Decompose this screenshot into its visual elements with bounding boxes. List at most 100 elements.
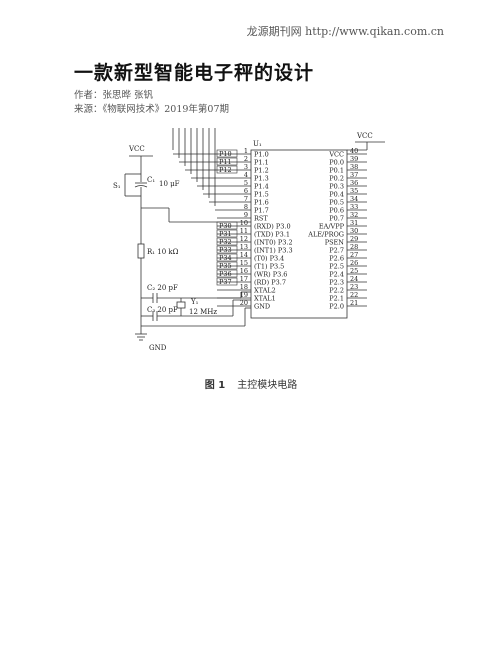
article-source: 来源：《物联网技术》2019年第07期	[74, 104, 230, 115]
right-pin-number: 26	[350, 259, 358, 267]
chip-label: U₁	[253, 140, 262, 148]
left-pin-number: 4	[244, 171, 248, 179]
right-pin-number: 36	[350, 179, 358, 187]
right-pin-name: P0.4	[329, 191, 344, 199]
left-pin-name: P1.0	[254, 151, 269, 159]
net-label-box	[216, 253, 238, 262]
right-pin-name: P0.1	[329, 167, 344, 175]
right-pin-name: P0.0	[329, 159, 344, 167]
switch-label: S₁	[113, 182, 121, 190]
resistor-label: R₁ 10 kΩ	[147, 248, 179, 256]
net-label: P30	[219, 222, 232, 230]
right-pin-name: P2.1	[329, 295, 344, 303]
left-pin-name: GND	[254, 303, 270, 311]
right-pin-name: P2.5	[329, 263, 344, 271]
left-pin-number: 7	[244, 195, 248, 203]
left-pin-number: 16	[240, 267, 248, 275]
right-pin-name: P2.0	[329, 303, 344, 311]
right-pin-name: P0.7	[329, 215, 344, 223]
net-label: P12	[219, 166, 232, 174]
journal-source-header: 龙源期刊网 http://www.qikan.com.cn	[246, 25, 444, 38]
right-pin-number: 29	[350, 235, 358, 243]
net-label: P34	[219, 254, 232, 262]
right-pin-number: 32	[350, 211, 358, 219]
right-pin-name: P0.2	[329, 175, 344, 183]
net-label-box	[216, 261, 238, 270]
capacitor-c1-value: 10 μF	[159, 180, 180, 188]
left-pin-name: (WR) P3.6	[254, 271, 287, 279]
crystal-value: 12 MHz	[189, 308, 217, 316]
left-pin-name: P1.6	[254, 199, 269, 207]
left-pin-number: 8	[244, 203, 248, 211]
left-pin-number: 19	[240, 291, 248, 299]
left-pin-name: (RD) P3.7	[254, 279, 286, 287]
right-pin-number: 37	[350, 171, 358, 179]
left-pin-number: 1	[244, 147, 248, 155]
vcc-right-label: VCC	[356, 132, 373, 140]
left-pin-name: P1.3	[254, 175, 269, 183]
net-label-box	[216, 269, 238, 278]
right-pin-name: P0.6	[329, 207, 344, 215]
article-authors: 作者：张思晔 张钒	[74, 90, 154, 101]
left-pin-number: 13	[240, 243, 248, 251]
left-pin-name: (T0) P3.4	[254, 255, 284, 263]
crystal-label: Y₁	[190, 298, 199, 306]
left-pin-number: 11	[240, 227, 248, 235]
right-pin-number: 25	[350, 267, 358, 275]
right-pin-name: P2.6	[329, 255, 344, 263]
left-pin-name: P1.2	[254, 167, 269, 175]
left-pin-number: 9	[244, 211, 248, 219]
left-pin-name: XTAL2	[254, 287, 276, 295]
left-pin-number: 14	[240, 251, 248, 259]
net-label-box	[216, 149, 238, 158]
right-pin-number: 21	[350, 299, 358, 307]
left-pin-number: 10	[240, 219, 248, 227]
net-label-box	[216, 277, 238, 286]
left-pin-number: 6	[244, 187, 248, 195]
right-pin-name: P2.3	[329, 279, 344, 287]
right-pin-number: 33	[350, 203, 358, 211]
left-pin-number: 18	[240, 283, 248, 291]
net-label: P32	[219, 238, 232, 246]
right-pin-name: P2.2	[329, 287, 344, 295]
net-label: P33	[219, 246, 232, 254]
left-pin-name: P1.5	[254, 191, 269, 199]
net-label: P31	[219, 230, 232, 238]
right-pin-name: VCC	[328, 151, 344, 159]
vcc-left-label: VCC	[128, 145, 145, 153]
left-pin-name: (INT1) P3.3	[254, 247, 293, 255]
left-pin-name: (TXD) P3.1	[254, 231, 290, 239]
net-label: P35	[219, 262, 232, 270]
right-pin-number: 24	[350, 275, 358, 283]
right-pin-number: 30	[350, 227, 358, 235]
capacitor-c1-label: C₁	[147, 176, 155, 184]
right-pin-number: 22	[350, 291, 358, 299]
net-label: P36	[219, 270, 232, 278]
article-title: 一款新型智能电子秤的设计	[74, 62, 315, 84]
left-pin-number: 3	[244, 163, 248, 171]
figure-caption-text: 主控模块电路	[237, 380, 298, 391]
net-label: P10	[219, 150, 232, 158]
right-pin-number: 31	[350, 219, 358, 227]
left-pin-name: XTAL1	[254, 295, 276, 303]
right-pin-name: P0.3	[329, 183, 344, 191]
gnd-label: GND	[149, 344, 167, 352]
left-pin-number: 17	[240, 275, 248, 283]
net-label-box	[216, 245, 238, 254]
left-pin-name: (RXD) P3.0	[254, 223, 291, 231]
right-pin-number: 23	[350, 283, 358, 291]
right-pin-number: 27	[350, 251, 358, 259]
right-pin-name: P2.7	[329, 247, 344, 255]
right-pin-number: 34	[350, 195, 358, 203]
right-pin-name: EA/VPP	[319, 223, 345, 231]
right-pin-number: 35	[350, 187, 358, 195]
left-pin-name: P1.1	[254, 159, 269, 167]
capacitor-c3-label: C₃ 20 pF	[147, 306, 178, 314]
left-pin-name: P1.4	[254, 183, 269, 191]
net-label-box	[216, 237, 238, 246]
capacitor-c2-label: C₂ 20 pF	[147, 284, 178, 292]
net-label-box	[216, 229, 238, 238]
left-pin-name: (INT0) P3.2	[254, 239, 293, 247]
